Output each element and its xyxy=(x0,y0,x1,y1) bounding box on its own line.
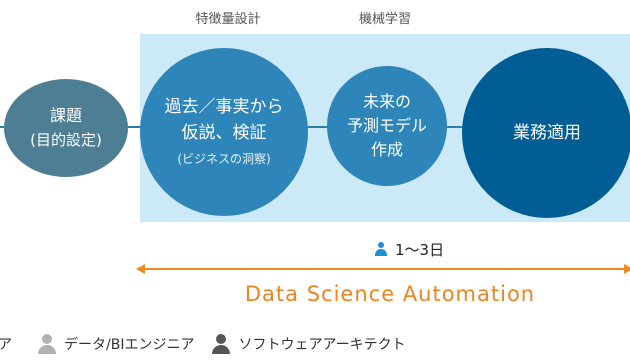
step-hypothesis-subtitle: (ビジネスの洞察) xyxy=(177,152,271,166)
legend-item-data-bi-engineer: データ/BIエンジニア xyxy=(38,334,194,354)
step-prediction-model: 未来の 予測モデル 作成 xyxy=(327,66,447,186)
flow-connector-line xyxy=(0,126,630,128)
phase-label-machine-learning: 機械学習 xyxy=(358,12,411,27)
step-problem-title: 課題 xyxy=(49,106,82,125)
role-legend: ア データ/BIエンジニア ソフトウェアアーキテクト xyxy=(0,332,630,356)
step-prediction-line2: 予測モデル xyxy=(346,116,427,135)
step-hypothesis-validation: 過去／事実から 仮説、検証 (ビジネスの洞察) xyxy=(140,48,308,216)
step-business-application: 業務適用 xyxy=(462,48,630,218)
step-problem-subtitle: (目的設定) xyxy=(30,131,102,149)
duration-text: 1〜3日 xyxy=(395,240,445,259)
step-business-title: 業務適用 xyxy=(513,123,581,143)
legend-item-partial: ア xyxy=(0,334,12,354)
legend-label: ア xyxy=(0,337,12,353)
automation-range-arrow xyxy=(144,268,626,270)
step-prediction-line1: 未来の xyxy=(362,92,411,111)
arrow-right-head xyxy=(624,264,630,274)
phase-label-feature-design: 特徴量設計 xyxy=(195,12,261,27)
legend-label: ソフトウェアアーキテクト xyxy=(238,337,406,353)
duration-indicator: 1〜3日 xyxy=(375,238,495,260)
arrow-left-head xyxy=(136,264,145,274)
step-hypothesis-line2: 仮説、検証 xyxy=(181,123,267,143)
legend-item-software-architect: ソフトウェアアーキテクト xyxy=(212,334,406,354)
step-prediction-line3: 作成 xyxy=(370,140,403,159)
person-icon xyxy=(212,334,231,354)
data-science-automation-label: Data Science Automation xyxy=(244,282,536,306)
person-icon xyxy=(375,242,387,256)
step-hypothesis-line1: 過去／事実から xyxy=(164,97,284,117)
step-problem-definition: 課題 (目的設定) xyxy=(4,79,128,177)
person-icon xyxy=(38,334,56,354)
legend-label: データ/BIエンジニア xyxy=(64,337,195,353)
